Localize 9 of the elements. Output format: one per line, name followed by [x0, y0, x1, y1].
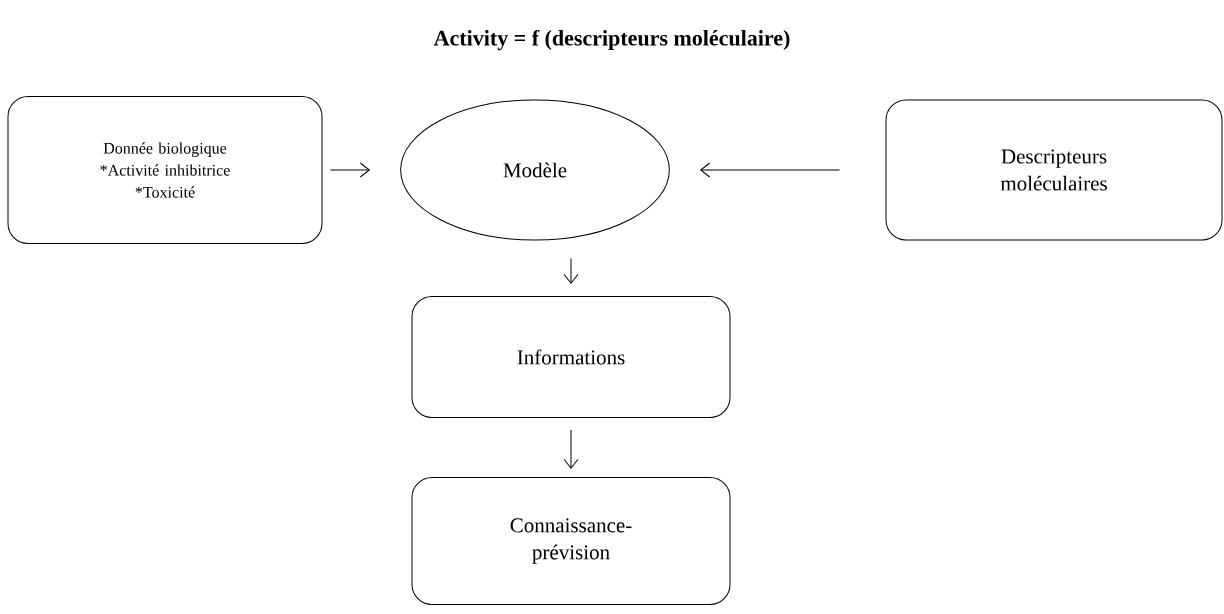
title: Activity = f (descripteurs moléculaire) [433, 29, 790, 51]
arrow [700, 162, 840, 178]
process-box: Informations [411, 296, 731, 418]
arrow [330, 162, 370, 178]
arrow [563, 429, 579, 469]
process-box: Descripteurs moléculaires [885, 99, 1223, 241]
arrow [563, 258, 579, 284]
process-box: Connaissance-prévision [411, 477, 731, 605]
process-box: Donnée biologique *Activité inhibitrice *Toxicité [7, 96, 323, 244]
